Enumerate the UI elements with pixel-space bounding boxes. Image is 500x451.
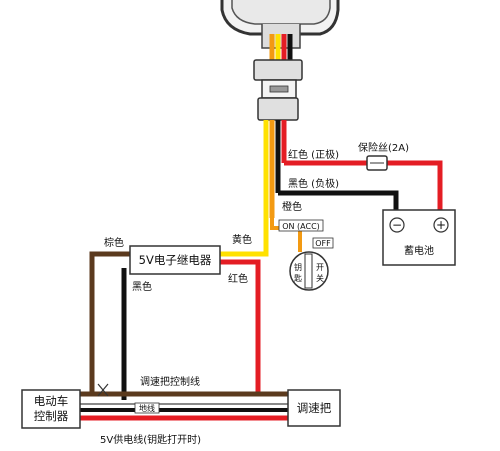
black-negative-wire (278, 190, 399, 217)
yellow-wire-to-relay (214, 250, 269, 257)
battery-minus: − (392, 218, 402, 232)
top-device-icon (220, 0, 340, 62)
controller-label-line1: 电动车 (34, 394, 69, 408)
relay: 5V电子继电器 (129, 245, 221, 275)
black-negative-label: 黑色 (负极) (288, 177, 339, 190)
connector-plug-icon (253, 59, 303, 121)
red-wire-relay (214, 259, 261, 394)
black-label: 黑色 (132, 280, 152, 293)
red-positive-label: 红色 (正极) (288, 148, 339, 161)
key-left-char2: 匙 (294, 273, 302, 283)
controller-label-line2: 控制器 (34, 409, 69, 423)
ground-label: 地线 (139, 403, 155, 413)
battery-label: 蓄电池 (404, 244, 434, 257)
red-positive-wire (284, 160, 443, 217)
battery: − + 蓄电池 (382, 209, 456, 266)
key-off-label: OFF (315, 239, 331, 248)
key-right-char1: 开 (316, 263, 324, 272)
red-label: 红色 (228, 272, 248, 285)
cut-mark-icon (97, 383, 109, 397)
relay-label: 5V电子继电器 (139, 253, 212, 267)
fuse-label: 保险丝(2A) (358, 141, 409, 154)
yellow-label: 黄色 (232, 233, 252, 246)
ground-label-box (134, 402, 160, 414)
fuse-icon (366, 155, 388, 171)
throttle: 调速把 (287, 389, 341, 427)
key-right-char2: 关 (316, 273, 324, 283)
supply-label: 5V供电线(钥匙打开时) (100, 433, 201, 446)
throttle-label: 调速把 (297, 401, 332, 415)
battery-plus: + (436, 218, 446, 232)
key-on-label: ON (ACC) (282, 222, 320, 231)
key-switch: ON (ACC) OFF 钥 匙 开 关 (278, 219, 334, 291)
controller: 电动车 控制器 (21, 389, 81, 429)
speed-control-label: 调速把控制线 (140, 375, 200, 388)
orange-label: 橙色 (282, 200, 302, 213)
brown-wire (89, 251, 130, 394)
brown-label: 棕色 (104, 236, 124, 249)
key-left-char1: 钥 (294, 262, 302, 272)
